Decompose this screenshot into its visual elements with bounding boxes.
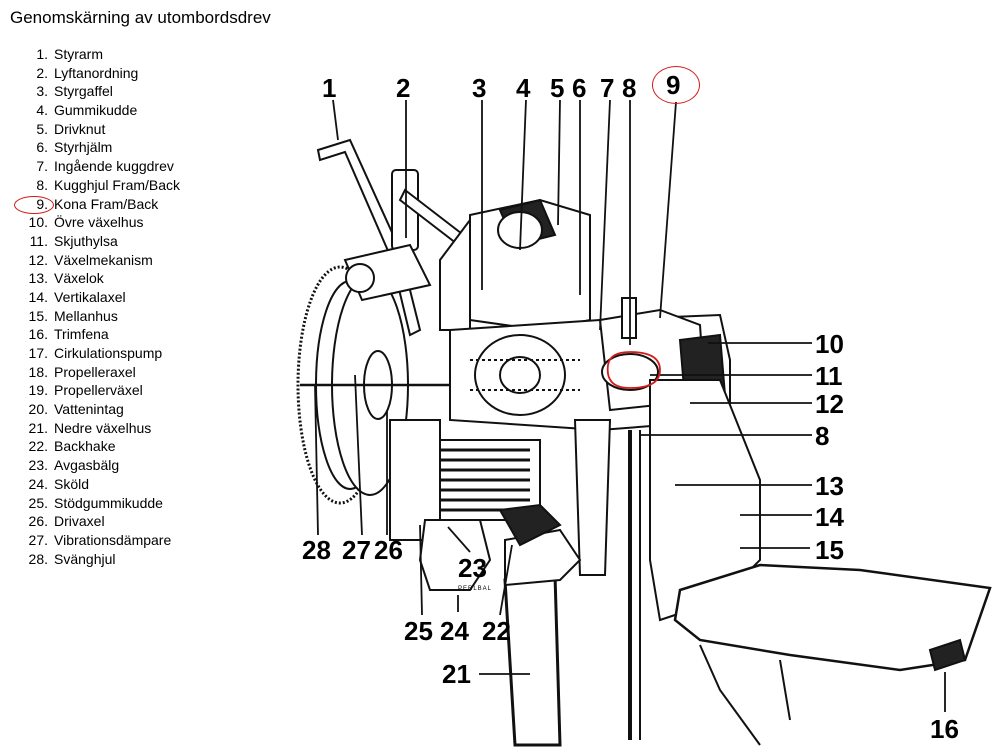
callout-22: 22 xyxy=(482,616,511,646)
legend-item: 26.Drivaxel xyxy=(28,513,105,530)
legend-item: 6.Styrhjälm xyxy=(36,139,113,156)
legend-item: 4.Gummikudde xyxy=(36,102,138,119)
callout-27: 27 xyxy=(342,535,371,565)
legend-item: 20.Vattenintag xyxy=(28,401,124,418)
legend-item: 15.Mellanhus xyxy=(28,307,118,324)
callout-16: 16 xyxy=(930,714,959,744)
legend-item: 17.Cirkulationspump xyxy=(28,345,163,361)
callout-8-top: 8 xyxy=(622,73,637,103)
legend-item: 2.Lyftanordning xyxy=(36,64,139,81)
legend-item: 7.Ingående kuggdrev xyxy=(36,158,174,175)
callout-1: 1 xyxy=(322,73,337,103)
steering-fork-drawing xyxy=(439,198,591,332)
stamp-text: PERLBAL xyxy=(458,586,493,592)
callout-5: 5 xyxy=(550,73,565,103)
legend-item: 22.Backhake xyxy=(28,438,116,455)
callout-8: 8 xyxy=(815,421,830,451)
callout-7: 7 xyxy=(600,73,615,103)
legend-item: 12.Växelmekanism xyxy=(28,251,153,268)
callout-14: 14 xyxy=(815,502,844,532)
callout-25: 25 xyxy=(404,616,433,646)
callout-4: 4 xyxy=(516,73,531,103)
callout-9-circle xyxy=(652,66,700,104)
legend-item: 10.Övre växelhus xyxy=(28,214,144,231)
legend-item: 28.Svänghjul xyxy=(28,550,116,567)
callout-3: 3 xyxy=(472,73,487,103)
trim-fin-drawing xyxy=(673,563,992,746)
legend-item: 11.Skjuthylsa xyxy=(29,232,118,249)
legend-item: 21.Nedre växelhus xyxy=(28,419,152,436)
callout-23: 23 xyxy=(458,553,487,583)
legend-item: 23.Avgasbälg xyxy=(28,457,120,474)
callout-9: 9 xyxy=(666,70,681,100)
steering-arm-drawing xyxy=(316,138,472,337)
callout-6: 6 xyxy=(572,73,587,103)
vertical-shaft-drawing xyxy=(573,379,761,740)
highlight-item-9 xyxy=(606,351,661,389)
legend-item: 24.Sköld xyxy=(28,475,90,492)
callout-10: 10 xyxy=(815,329,844,359)
parts-legend: 1.Styrarm 2.Lyftanordning 3.Styrgaffel 4… xyxy=(22,45,262,568)
legend-item: 25.Stödgummikudde xyxy=(28,494,163,511)
callout-11: 11 xyxy=(815,361,843,391)
exhaust-bellows-drawing xyxy=(389,419,541,541)
callout-24: 24 xyxy=(440,616,469,646)
legend-item-highlighted: 9.Kona Fram/Back xyxy=(22,195,262,214)
legend-item: 19.Propellerväxel xyxy=(28,382,143,399)
callout-21: 21 xyxy=(442,659,471,689)
callout-12: 12 xyxy=(815,389,844,419)
legend-item: 27.Vibrationsdämpare xyxy=(28,531,172,548)
callout-15: 15 xyxy=(815,535,844,565)
callout-2: 2 xyxy=(396,73,411,103)
legend-item: 18.Propelleraxel xyxy=(28,363,136,380)
legend-item: 16.Trimfena xyxy=(28,326,109,343)
legend-item: 14.Vertikalaxel xyxy=(28,288,126,305)
callout-26: 26 xyxy=(374,535,403,565)
legend-item: 3.Styrgaffel xyxy=(36,83,113,100)
lower-gear-housing-drawing xyxy=(498,503,582,747)
legend-item: 1.Styrarm xyxy=(36,46,103,62)
legend-item: 8.Kugghjul Fram/Back xyxy=(36,176,181,193)
legend-item: 5.Drivknut xyxy=(36,120,106,137)
legend-item: 13.Växelok xyxy=(28,270,104,287)
diagram-title: Genomskärning av utombordsdrev xyxy=(10,8,271,27)
callout-13: 13 xyxy=(815,471,844,501)
flywheel-drawing xyxy=(296,265,450,505)
leader-lines xyxy=(314,99,946,712)
callout-28: 28 xyxy=(302,535,331,565)
